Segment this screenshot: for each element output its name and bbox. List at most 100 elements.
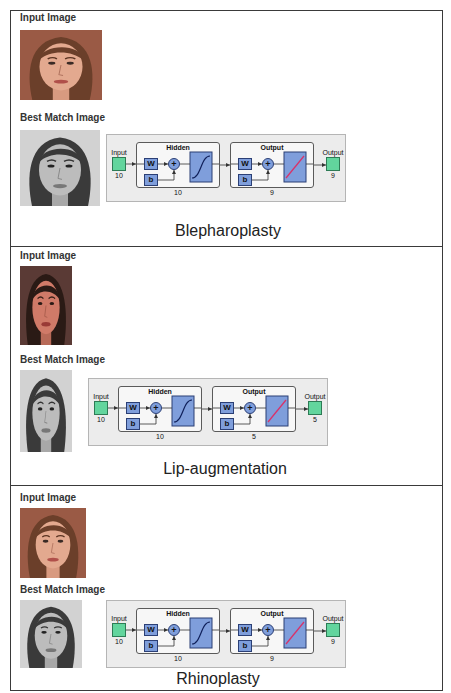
sum-junction: + [262,158,274,170]
size-number: 10 [115,638,123,645]
signal-connector [158,164,168,165]
neuron-count: 9 [270,189,274,196]
signal-connector [220,631,230,632]
signal-connector [158,636,174,646]
layer-block: Hidden10Wb+ [136,142,220,188]
bias-box: b [144,174,158,186]
signal-connector [220,165,230,166]
layer-name: Output [261,610,284,617]
weight-box: W [144,158,158,170]
input-caption: Input Image [20,12,76,23]
parameter-symbol: b [225,420,230,428]
input-terminal: Input10 [94,401,108,415]
weight-box: W [238,624,252,636]
terminal-name: Output [304,393,325,400]
signal-connector [158,630,168,631]
signal-connector [234,408,244,409]
parameter-symbol: W [241,626,249,634]
weight-box: W [126,402,140,414]
parameter-symbol: b [149,642,154,650]
signal-connector [126,630,136,631]
procedure-caption: Lip-augmentation [163,460,287,478]
layer-block: Output9Wb+ [230,142,314,188]
parameter-symbol: W [147,160,155,168]
input-caption: Input Image [20,250,76,261]
parameter-symbol: W [147,626,155,634]
bias-box: b [220,418,234,430]
signal-connector [252,164,262,165]
layer-name: Hidden [148,388,172,395]
sum-junction: + [244,402,256,414]
parameter-symbol: b [243,642,248,650]
output-terminal: Output9 [326,623,340,637]
layer-block: Output5Wb+ [212,386,296,432]
sum-junction: + [168,158,180,170]
weight-box: W [144,624,158,636]
layer-name: Hidden [166,144,190,151]
layer-name: Output [261,144,284,151]
bias-box: b [126,418,140,430]
sum-junction: + [150,402,162,414]
network-view [107,601,346,668]
signal-connector [158,170,174,180]
input-face-photo [20,266,72,345]
bias-box: b [238,640,252,652]
bias-box: b [144,640,158,652]
parameter-symbol: b [149,176,154,184]
parameter-symbol: W [223,404,231,412]
size-number: 9 [331,638,335,645]
parameter-symbol: b [131,420,136,428]
signal-connector [202,409,212,410]
parameter-symbol: W [129,404,137,412]
parameter-symbol: b [243,176,248,184]
match-caption: Best Match Image [20,112,105,123]
input-terminal: Input10 [112,157,126,171]
neuron-count: 5 [252,433,256,440]
output-terminal: Output5 [308,401,322,415]
input-caption: Input Image [20,492,76,503]
match-caption: Best Match Image [20,354,105,365]
layer-block: Output9Wb+ [230,608,314,654]
signal-connector [234,414,250,424]
procedure-panel: BlepharoplastyInput10Hidden10Wb+Output9W… [10,10,443,247]
bias-box: b [238,174,252,186]
layer-name: Output [243,388,266,395]
signal-connector [140,408,150,409]
neuron-count: 10 [174,189,182,196]
procedure-caption: Rhinoplasty [176,670,260,688]
procedure-panel: Lip-augmentation Input10 Hidden 10 Wb + Output… [10,246,443,486]
signal-connector [252,170,268,180]
layer-block: Hidden10Wb+ [118,386,202,432]
sum-symbol: + [247,404,252,413]
sum-junction: + [262,624,274,636]
terminal-name: Output [322,149,343,156]
network-view [107,135,346,202]
size-number: 9 [331,172,335,179]
size-number: 10 [115,172,123,179]
match-face-photo [20,130,100,206]
weight-box: W [238,158,252,170]
sum-symbol: + [153,404,158,413]
signal-connector [140,414,156,424]
match-caption: Best Match Image [20,584,105,595]
output-terminal: Output9 [326,157,340,171]
signal-connector [314,631,326,632]
procedure-caption: Blepharoplasty [175,222,281,240]
parameter-symbol: W [241,160,249,168]
input-face-photo [20,30,102,100]
network-view [89,379,328,446]
signal-connector [296,409,308,410]
sum-junction: + [168,624,180,636]
layer-name: Hidden [166,610,190,617]
sum-symbol: + [171,626,176,635]
input-face-photo [20,508,86,578]
signal-connector [252,636,268,646]
neuron-count: 10 [156,433,164,440]
terminal-name: Input [93,393,109,400]
sum-symbol: + [265,626,270,635]
signal-connector [108,408,118,409]
terminal-name: Output [322,615,343,622]
layer-block: Hidden10Wb+ [136,608,220,654]
match-face-photo [20,600,82,668]
